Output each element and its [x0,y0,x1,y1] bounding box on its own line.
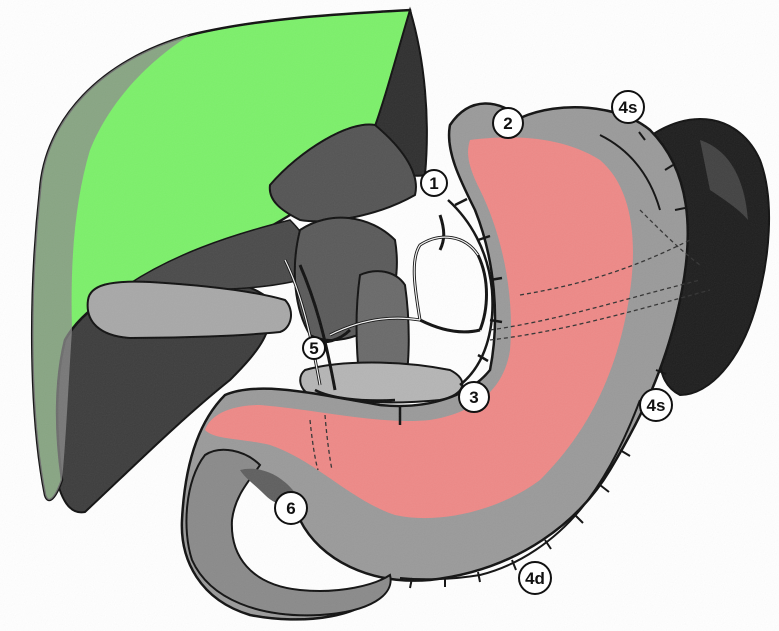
station-marker-2: 2 [493,108,523,138]
station-label-4s-right: 4s [647,396,666,415]
station-label-4d: 4d [525,569,545,588]
station-marker-5: 5 [303,337,325,359]
station-label-1: 1 [429,174,438,193]
station-marker-6: 6 [275,492,307,524]
station-label-3: 3 [469,388,478,407]
station-label-5: 5 [309,339,318,358]
gallbladder [88,282,291,338]
station-marker-4s-right: 4s [640,389,672,421]
station-marker-1: 1 [421,170,447,196]
station-label-2: 2 [503,114,512,133]
station-marker-4d: 4d [519,562,551,594]
station-marker-4s-top: 4s [612,91,644,123]
station-label-6: 6 [286,499,295,518]
station-marker-3: 3 [459,382,489,412]
central-structures [285,215,487,402]
station-label-4s-top: 4s [619,98,638,117]
